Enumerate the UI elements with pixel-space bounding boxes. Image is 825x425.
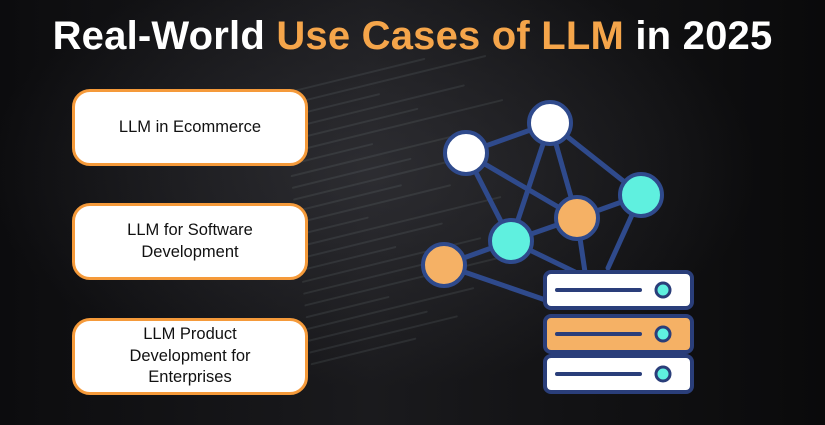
title-suffix: in 2025 — [624, 14, 773, 58]
network-nodes — [421, 100, 664, 288]
node-teal — [488, 218, 534, 264]
title-prefix: Real-World — [52, 14, 277, 58]
page-title: Real-World Use Cases of LLM in 2025 — [0, 14, 825, 59]
use-case-card-enterprise-product-development: LLM Product Development for Enterprises — [72, 318, 308, 395]
use-case-card-software-development: LLM for Software Development — [72, 203, 308, 280]
use-case-card-label: LLM for Software Development — [127, 221, 253, 261]
title-highlight: Use Cases of LLM — [276, 14, 625, 58]
node-white — [527, 100, 573, 146]
node-teal — [618, 172, 664, 218]
use-case-card-label: LLM in Ecommerce — [118, 117, 262, 136]
server-stack-icon — [543, 270, 694, 394]
use-case-card-ecommerce: LLM in Ecommerce — [72, 89, 308, 166]
use-case-card-label: LLM Product Development for Enterprises — [129, 325, 251, 387]
node-orange — [421, 242, 467, 288]
node-white — [443, 130, 489, 176]
node-orange — [554, 195, 600, 241]
